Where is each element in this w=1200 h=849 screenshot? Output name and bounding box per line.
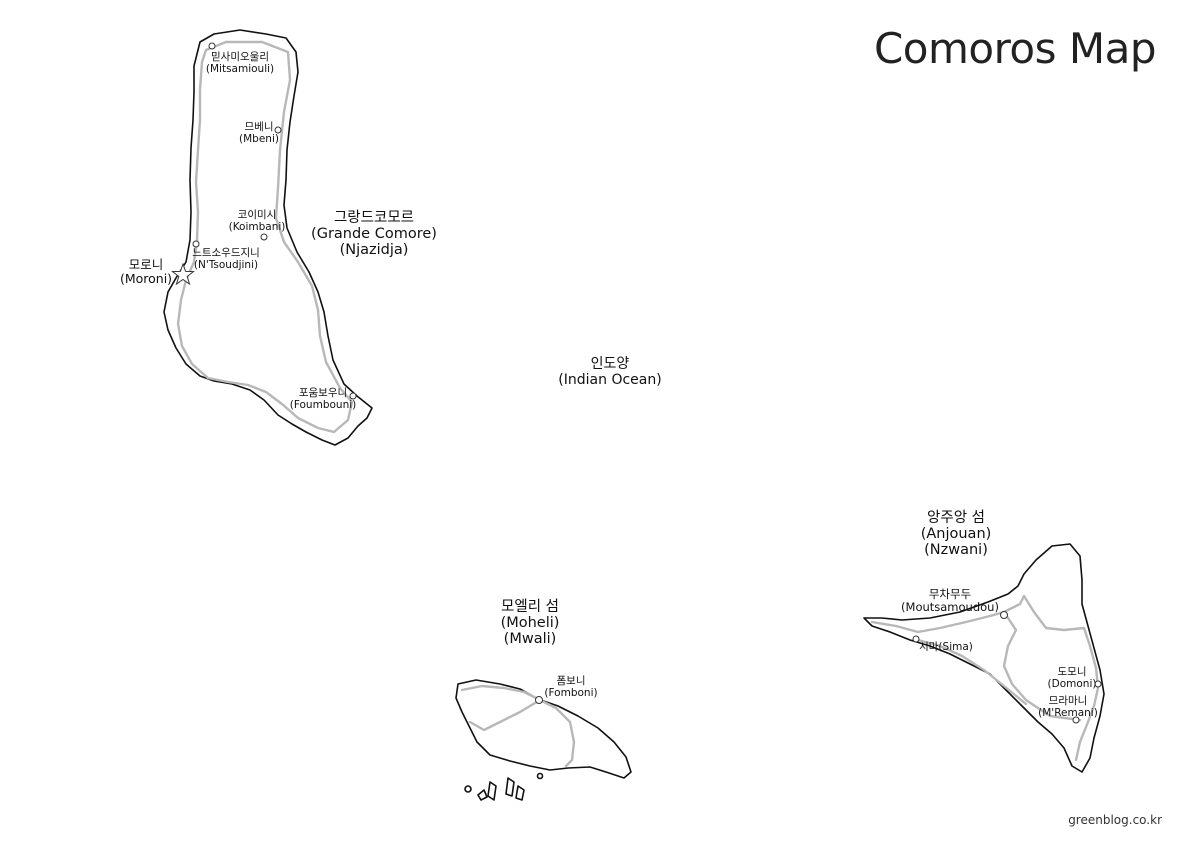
moutsamoudou-label: 무차무두 (Moutsamoudou): [894, 587, 1006, 615]
anjouan-label-local: (Nzwani): [924, 542, 988, 559]
sima-label: 시마(Sima): [918, 641, 974, 653]
moroni-label-en: (Moroni): [119, 271, 173, 287]
moheli-label: 모엘리 섬 (Moheli) (Mwali): [480, 599, 580, 648]
anjouan-road: [870, 594, 1100, 762]
mitsamiouli-label: 믿사미오울리 (Mitsamiouli): [200, 51, 280, 75]
foumbouni-label-en: (Foumbouni): [289, 399, 357, 412]
anjouan-label-ko: 앙주앙 섬: [927, 510, 985, 526]
anjouan-label-en: (Anjouan): [920, 526, 992, 543]
grande-comore-label: 그랑드코모르 (Grande Comore) (Njazidja): [306, 210, 442, 259]
fomboni-label: 폼보니 (Fomboni): [538, 675, 604, 699]
ntsoudjini-marker: [192, 240, 200, 248]
mitsamiouli-label-ko: 믿사미오울리: [211, 51, 269, 63]
moheli-label-ko: 모엘리 섬: [501, 599, 559, 615]
moutsamoudou-marker: [1000, 611, 1008, 619]
mremani-label-ko: 므라마니: [1048, 695, 1088, 707]
grande-comore-label-en: (Grande Comore): [311, 226, 437, 243]
anjouan-island: [863, 543, 1105, 773]
sima-label-text: 시마(Sima): [919, 641, 973, 653]
ocean-label-en: (Indian Ocean): [558, 372, 662, 389]
moheli-road: [460, 684, 576, 768]
ntsoudjini-label-en: (N'Tsoudjini): [193, 259, 259, 272]
mbeni-label: 므베니 (Mbeni): [234, 121, 284, 145]
mremani-label: 므라마니 (M'Remani): [1036, 695, 1100, 719]
ntsoudjini-label-ko: 느트소우드지니: [192, 247, 260, 259]
moutsamoudou-label-ko: 무차무두: [928, 587, 972, 601]
domoni-label: 도모니 (Domoni): [1044, 666, 1100, 690]
mitsamiouli-label-en: (Mitsamiouli): [205, 63, 275, 76]
moheli-islets: [464, 772, 544, 801]
ntsoudjini-label: 느트소우드지니 (N'Tsoudjini): [190, 247, 262, 271]
moheli-label-local: (Mwali): [503, 631, 557, 648]
ocean-label: 인도양 (Indian Ocean): [548, 356, 672, 388]
mitsamiouli-marker: [208, 42, 216, 50]
map-title: Comoros Map: [873, 24, 1157, 73]
foumbouni-marker: [349, 392, 357, 400]
anjouan-coastline: [863, 543, 1105, 773]
credit-text: greenblog.co.kr: [1068, 813, 1162, 827]
koimbani-marker: [260, 233, 268, 241]
grande-comore-road: [176, 40, 354, 434]
ocean-label-ko: 인도양: [590, 356, 630, 372]
domoni-label-en: (Domoni): [1047, 678, 1097, 691]
moheli-island: [455, 679, 632, 801]
koimbani-label-ko: 코이미시: [237, 209, 277, 221]
grande-comore-label-local: (Njazidja): [339, 242, 409, 259]
domoni-label-ko: 도모니: [1057, 666, 1087, 678]
moutsamoudou-label-en: (Moutsamoudou): [901, 600, 999, 615]
foumbouni-label: 포움보우니 (Foumbouni): [288, 387, 358, 411]
mbeni-label-en: (Mbeni): [239, 133, 279, 146]
mremani-marker: [1072, 716, 1080, 724]
moroni-label-ko: 모로니: [128, 257, 164, 272]
anjouan-label: 앙주앙 섬 (Anjouan) (Nzwani): [906, 510, 1006, 559]
fomboni-marker: [535, 696, 543, 704]
mbeni-marker: [274, 126, 282, 134]
grande-comore-label-ko: 그랑드코모르: [333, 210, 415, 226]
sima-marker: [912, 635, 920, 643]
domoni-marker: [1094, 680, 1102, 688]
mbeni-label-ko: 므베니: [244, 121, 274, 133]
star-icon: [171, 262, 195, 286]
foumbouni-label-ko: 포움보우니: [298, 387, 348, 399]
moheli-label-en: (Moheli): [500, 615, 560, 632]
koimbani-label-en: (Koimbani): [228, 221, 286, 234]
koimbani-label: 코이미시 (Koimbani): [226, 209, 288, 233]
grande-comore-island: [163, 29, 373, 446]
fomboni-label-ko: 폼보니: [556, 675, 586, 687]
fomboni-label-en: (Fomboni): [544, 687, 598, 700]
mremani-label-en: (M'Remani): [1038, 707, 1098, 720]
moroni-label: 모로니 (Moroni): [114, 257, 178, 287]
